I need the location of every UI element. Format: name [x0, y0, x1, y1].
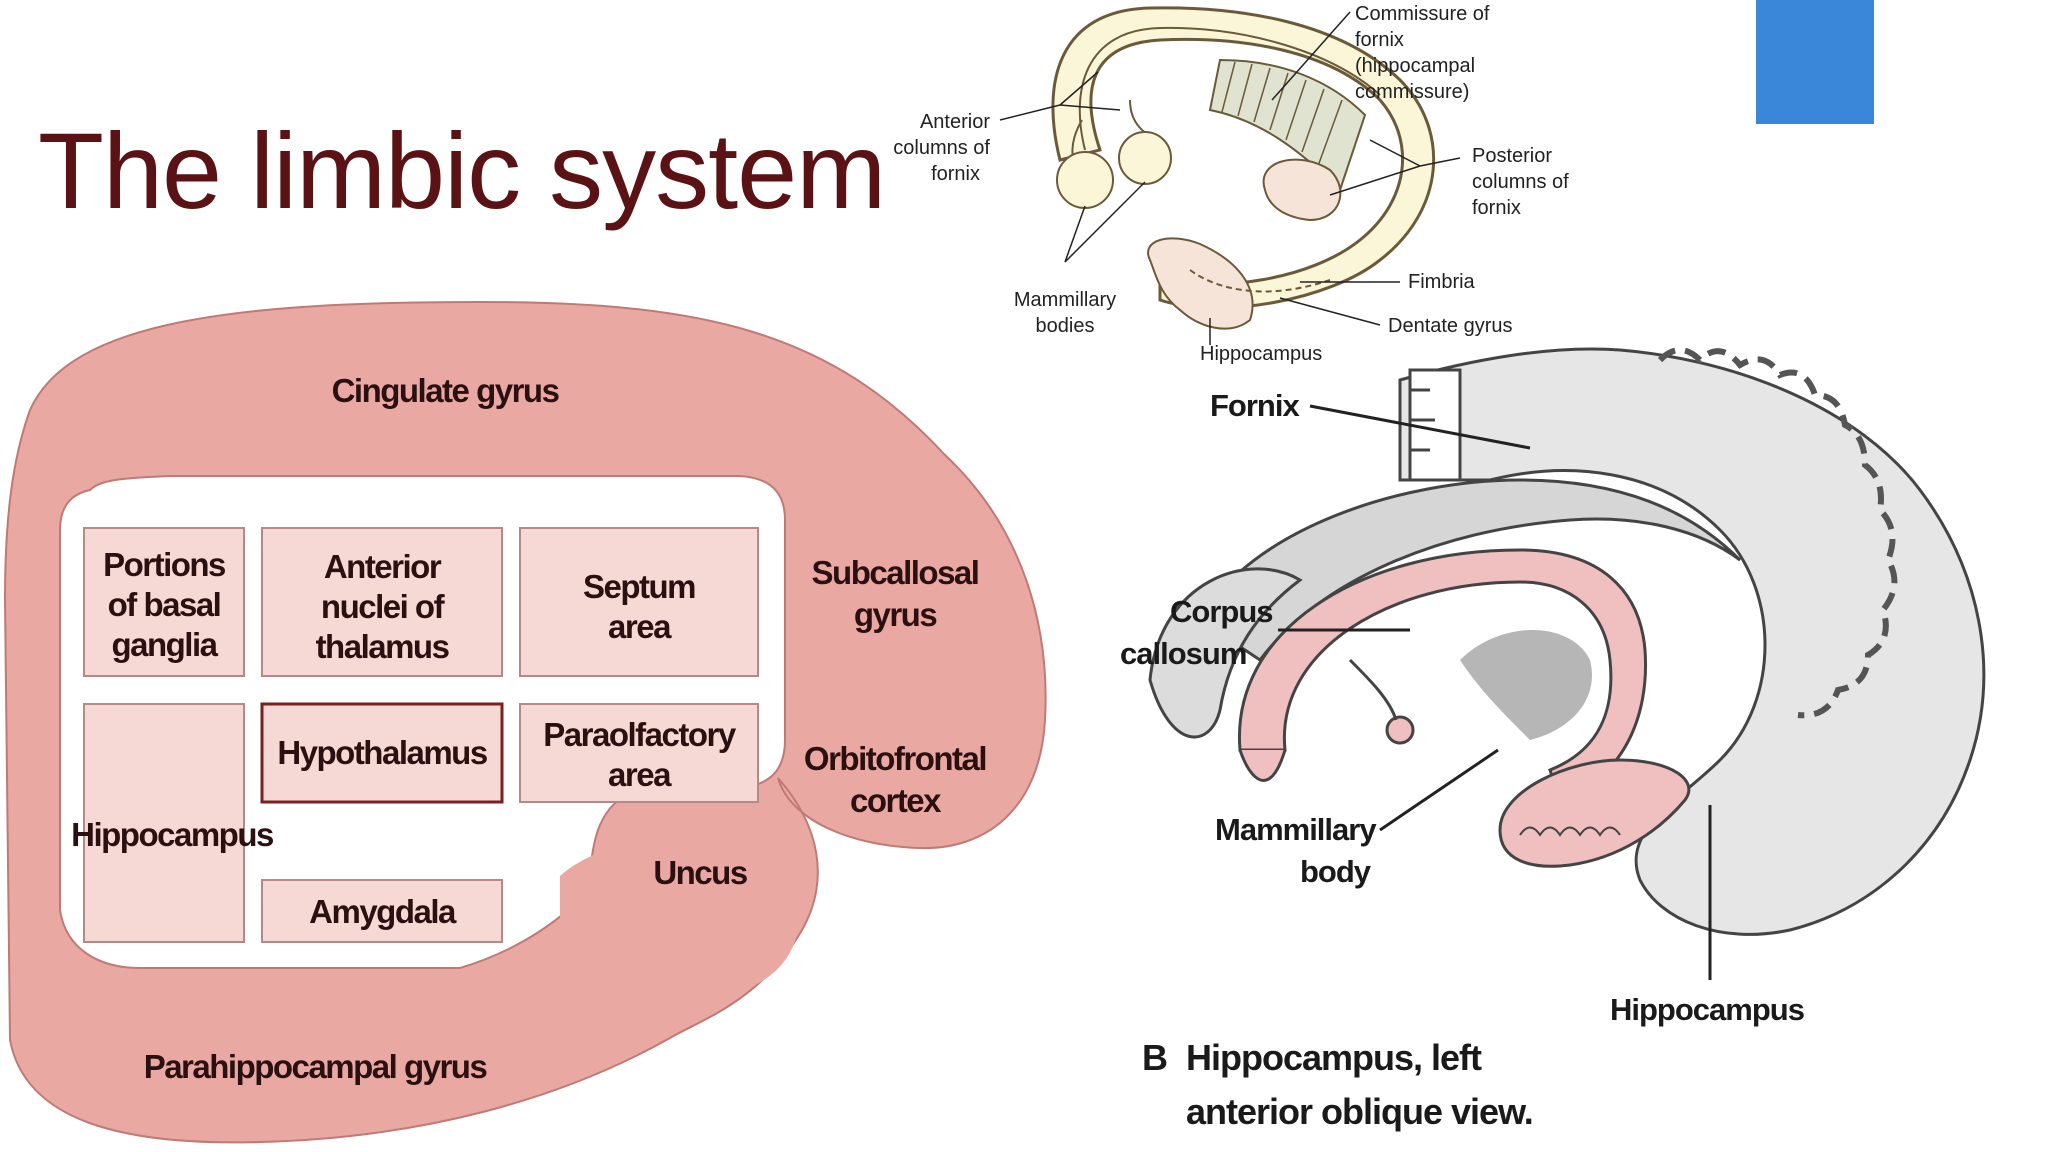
accent-square [1756, 0, 1874, 124]
label-paraolfactory-2: area [608, 756, 672, 793]
label-subcallosal-line1: Subcallosal [812, 554, 979, 591]
anterior-column-right [1129, 99, 1151, 137]
label-corpus-callosum-1: Corpus [1170, 594, 1273, 629]
mammillary-body-right [1118, 131, 1172, 185]
fornix-body [1051, 6, 1436, 310]
fornix-diagram: Commissure of fornix (hippocampal commis… [893, 3, 1569, 365]
box-paraolfactory [519, 703, 759, 803]
fornix-hippocampus [1147, 237, 1254, 330]
caption-line1: Hippocampus, left [1186, 1037, 1482, 1078]
label-mammillary-1: Mammillary [1215, 812, 1377, 847]
cortex-cut-notches [1410, 388, 1435, 452]
label-posterior-columns-3: fornix [1472, 197, 1521, 219]
label-dentate-gyrus: Dentate gyrus [1388, 315, 1513, 337]
label-commissure-3: (hippocampal [1355, 55, 1475, 77]
label-uncus: Uncus [653, 854, 747, 891]
box-anterior-thalamus [261, 527, 503, 677]
label-anterior-columns-2: columns of [893, 137, 990, 159]
fornix-inner-arc [1078, 26, 1381, 151]
mammillary-body [1385, 715, 1415, 745]
label-commissure-2: fornix [1355, 29, 1404, 51]
label-corpus-callosum-2: callosum [1120, 636, 1246, 671]
label-fornix-hippocampus: Hippocampus [1200, 343, 1322, 365]
caption-line2: anterior oblique view. [1186, 1091, 1533, 1132]
label-mammillary-bodies-2: bodies [1036, 315, 1095, 337]
label-commissure-1: Commissure of [1355, 3, 1490, 25]
label-posterior-columns-2: columns of [1472, 171, 1569, 193]
label-amygdala: Amygdala [309, 893, 457, 930]
label-hippocampus: Hippocampus [71, 816, 273, 853]
hippocampus-digits [1519, 826, 1621, 837]
box-amygdala [261, 879, 503, 943]
box-septum [519, 527, 759, 677]
label-basal-ganglia-2: of basal [108, 586, 221, 623]
label-mammillary-2: body [1300, 854, 1372, 889]
label-septum-2: area [608, 608, 672, 645]
cortex-outer [1398, 347, 1986, 936]
cortex-cut-block [1408, 368, 1462, 482]
label-fornix: Fornix [1210, 388, 1300, 423]
brain-hippocampus [1498, 758, 1691, 868]
label-fimbria: Fimbria [1408, 271, 1476, 293]
label-anterior-columns-1: Anterior [920, 111, 990, 133]
label-orbitofrontal-line1: Orbitofrontal [804, 740, 986, 777]
box-hippocampus [83, 703, 245, 943]
label-anterior-thalamus-2: nuclei of [321, 588, 446, 625]
box-hypothalamus [260, 702, 504, 804]
ventricle-shadow [1460, 630, 1592, 740]
label-cingulate-gyrus: Cingulate gyrus [332, 372, 559, 409]
label-subcallosal-line2: gyrus [854, 596, 937, 633]
label-anterior-columns-3: fornix [931, 163, 980, 185]
limbic-block-diagram: Cingulate gyrus Subcallosal gyrus Orbito… [3, 300, 1047, 1144]
label-anterior-thalamus-3: thalamus [316, 628, 449, 665]
label-parahippocampal-gyrus: Parahippocampal gyrus [144, 1048, 487, 1085]
page-title: The limbic system [38, 110, 886, 231]
brain-oblique-diagram: Fornix Corpus callosum Mammillary body H… [1120, 347, 1986, 1132]
label-paraolfactory-1: Paraolfactory [543, 716, 737, 753]
label-commissure-4: commissure) [1355, 81, 1469, 103]
fornix-column [1238, 749, 1287, 782]
label-hypothalamus: Hypothalamus [277, 734, 487, 771]
corpus-callosum-lower [1148, 567, 1303, 739]
box-basal-ganglia [83, 527, 245, 677]
label-basal-ganglia-3: ganglia [111, 626, 218, 663]
corpus-callosum [1198, 478, 1742, 663]
fimbria-band [1189, 269, 1331, 293]
uncus-lobe [560, 836, 800, 1000]
fornix-to-mammillary [1348, 658, 1398, 721]
label-brain-hippocampus: Hippocampus [1610, 992, 1804, 1027]
label-anterior-thalamus-1: Anterior [324, 548, 442, 585]
caption-letter: B [1142, 1037, 1167, 1078]
label-septum-1: Septum [583, 568, 695, 605]
fornix-leader-lines [999, 11, 1461, 345]
label-basal-ganglia-1: Portions [103, 546, 225, 583]
label-mammillary-bodies-1: Mammillary [1014, 289, 1116, 311]
mammillary-body-left [1056, 151, 1114, 209]
label-orbitofrontal-line2: cortex [850, 782, 942, 819]
label-posterior-columns-1: Posterior [1472, 145, 1552, 167]
cortex-gyri [1657, 347, 1898, 719]
brain-leader-lines [1278, 404, 1712, 980]
commissure-lines [1221, 61, 1343, 167]
posterior-column-lobe [1262, 158, 1342, 222]
